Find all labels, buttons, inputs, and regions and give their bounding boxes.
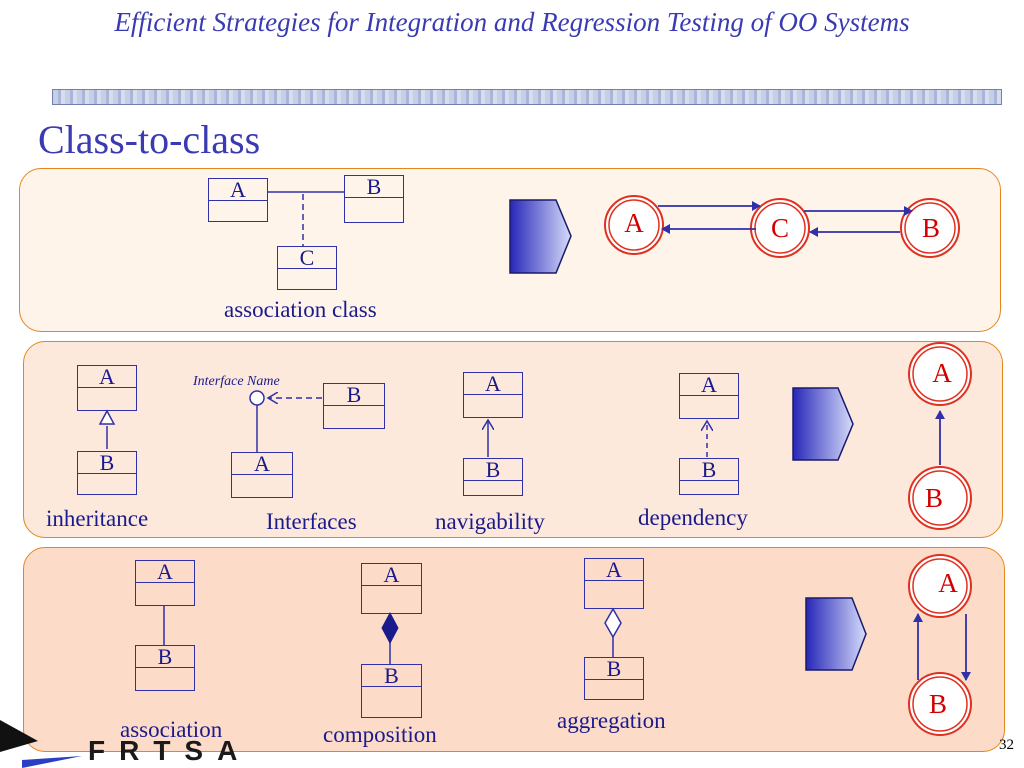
uml-class-a: A bbox=[135, 560, 195, 606]
uml-class-name: B bbox=[324, 384, 384, 406]
graph-node-label: B bbox=[929, 689, 947, 719]
caption-aggregation: aggregation bbox=[557, 708, 666, 733]
uml-class-b: B bbox=[323, 383, 385, 429]
uml-class-a: A bbox=[361, 563, 422, 614]
uml-class-name: A bbox=[362, 564, 421, 586]
uml-class-a: A bbox=[584, 558, 644, 609]
uml-class-name: A bbox=[136, 561, 194, 583]
uml-class-b: B bbox=[679, 458, 739, 495]
uml-class-name: A bbox=[585, 559, 643, 581]
caption-navigability: navigability bbox=[435, 509, 545, 534]
uml-class-name: B bbox=[78, 452, 136, 474]
uml-class-b: B bbox=[77, 451, 137, 495]
graph-node-label: A bbox=[938, 568, 958, 598]
composition-diamond bbox=[381, 611, 399, 645]
uml-class-name: B bbox=[136, 646, 194, 668]
caption-composition: composition bbox=[323, 722, 437, 747]
transform-arrow-2 bbox=[792, 387, 854, 461]
uml-class-a: A bbox=[77, 365, 137, 411]
uml-class-a: A bbox=[679, 373, 739, 419]
caption-association-class: association class bbox=[224, 297, 377, 322]
slide-title: Efficient Strategies for Integration and… bbox=[114, 7, 910, 37]
uml-class-b: B bbox=[584, 657, 644, 700]
panel-association-class bbox=[19, 168, 1001, 332]
uml-class-name: C bbox=[278, 247, 336, 269]
uml-class-name: A bbox=[232, 453, 292, 475]
graph-node-label: C bbox=[771, 213, 789, 243]
aggregation-diamond bbox=[604, 607, 622, 639]
uml-class-a: A bbox=[463, 372, 523, 418]
page-number: 32 bbox=[999, 737, 1014, 753]
interface-lollipop bbox=[249, 390, 265, 406]
caption-inheritance: inheritance bbox=[46, 506, 149, 531]
graph-node-label: B bbox=[922, 213, 940, 243]
uml-class-a: A bbox=[208, 178, 268, 222]
caption-interfaces: Interfaces bbox=[266, 509, 357, 534]
uml-class-name: A bbox=[464, 373, 522, 395]
interface-name-label: Interface Name bbox=[193, 374, 280, 389]
uml-class-name: B bbox=[345, 176, 403, 198]
graph-node-label: A bbox=[624, 208, 644, 238]
uml-class-c: C bbox=[277, 246, 337, 290]
title-divider bbox=[52, 89, 1002, 105]
uml-class-b: B bbox=[463, 458, 523, 496]
uml-class-name: B bbox=[585, 658, 643, 680]
logo-mark-black bbox=[0, 720, 38, 752]
inheritance-triangle bbox=[98, 409, 116, 425]
uml-class-name: A bbox=[78, 366, 136, 388]
uml-class-name: A bbox=[680, 374, 738, 396]
uml-class-name: B bbox=[362, 665, 421, 687]
logo-wordmark: FRTSA bbox=[88, 735, 252, 766]
uml-class-b: B bbox=[344, 175, 404, 223]
node-b-outer bbox=[900, 198, 960, 258]
graph-node-label: B bbox=[925, 483, 943, 513]
transform-arrow-1 bbox=[509, 199, 572, 274]
uml-class-b: B bbox=[361, 664, 422, 718]
graph-node-label: A bbox=[932, 358, 952, 388]
uml-class-name: B bbox=[680, 459, 738, 481]
slide-heading: Class-to-class bbox=[38, 117, 261, 162]
transform-arrow-3 bbox=[805, 597, 867, 671]
uml-class-a: A bbox=[231, 452, 293, 498]
caption-dependency: dependency bbox=[638, 505, 748, 530]
logo-mark-blue bbox=[22, 756, 82, 768]
uml-class-b: B bbox=[135, 645, 195, 691]
caption-association: association bbox=[120, 717, 223, 742]
uml-class-name: A bbox=[209, 179, 267, 201]
uml-class-name: B bbox=[464, 459, 522, 481]
